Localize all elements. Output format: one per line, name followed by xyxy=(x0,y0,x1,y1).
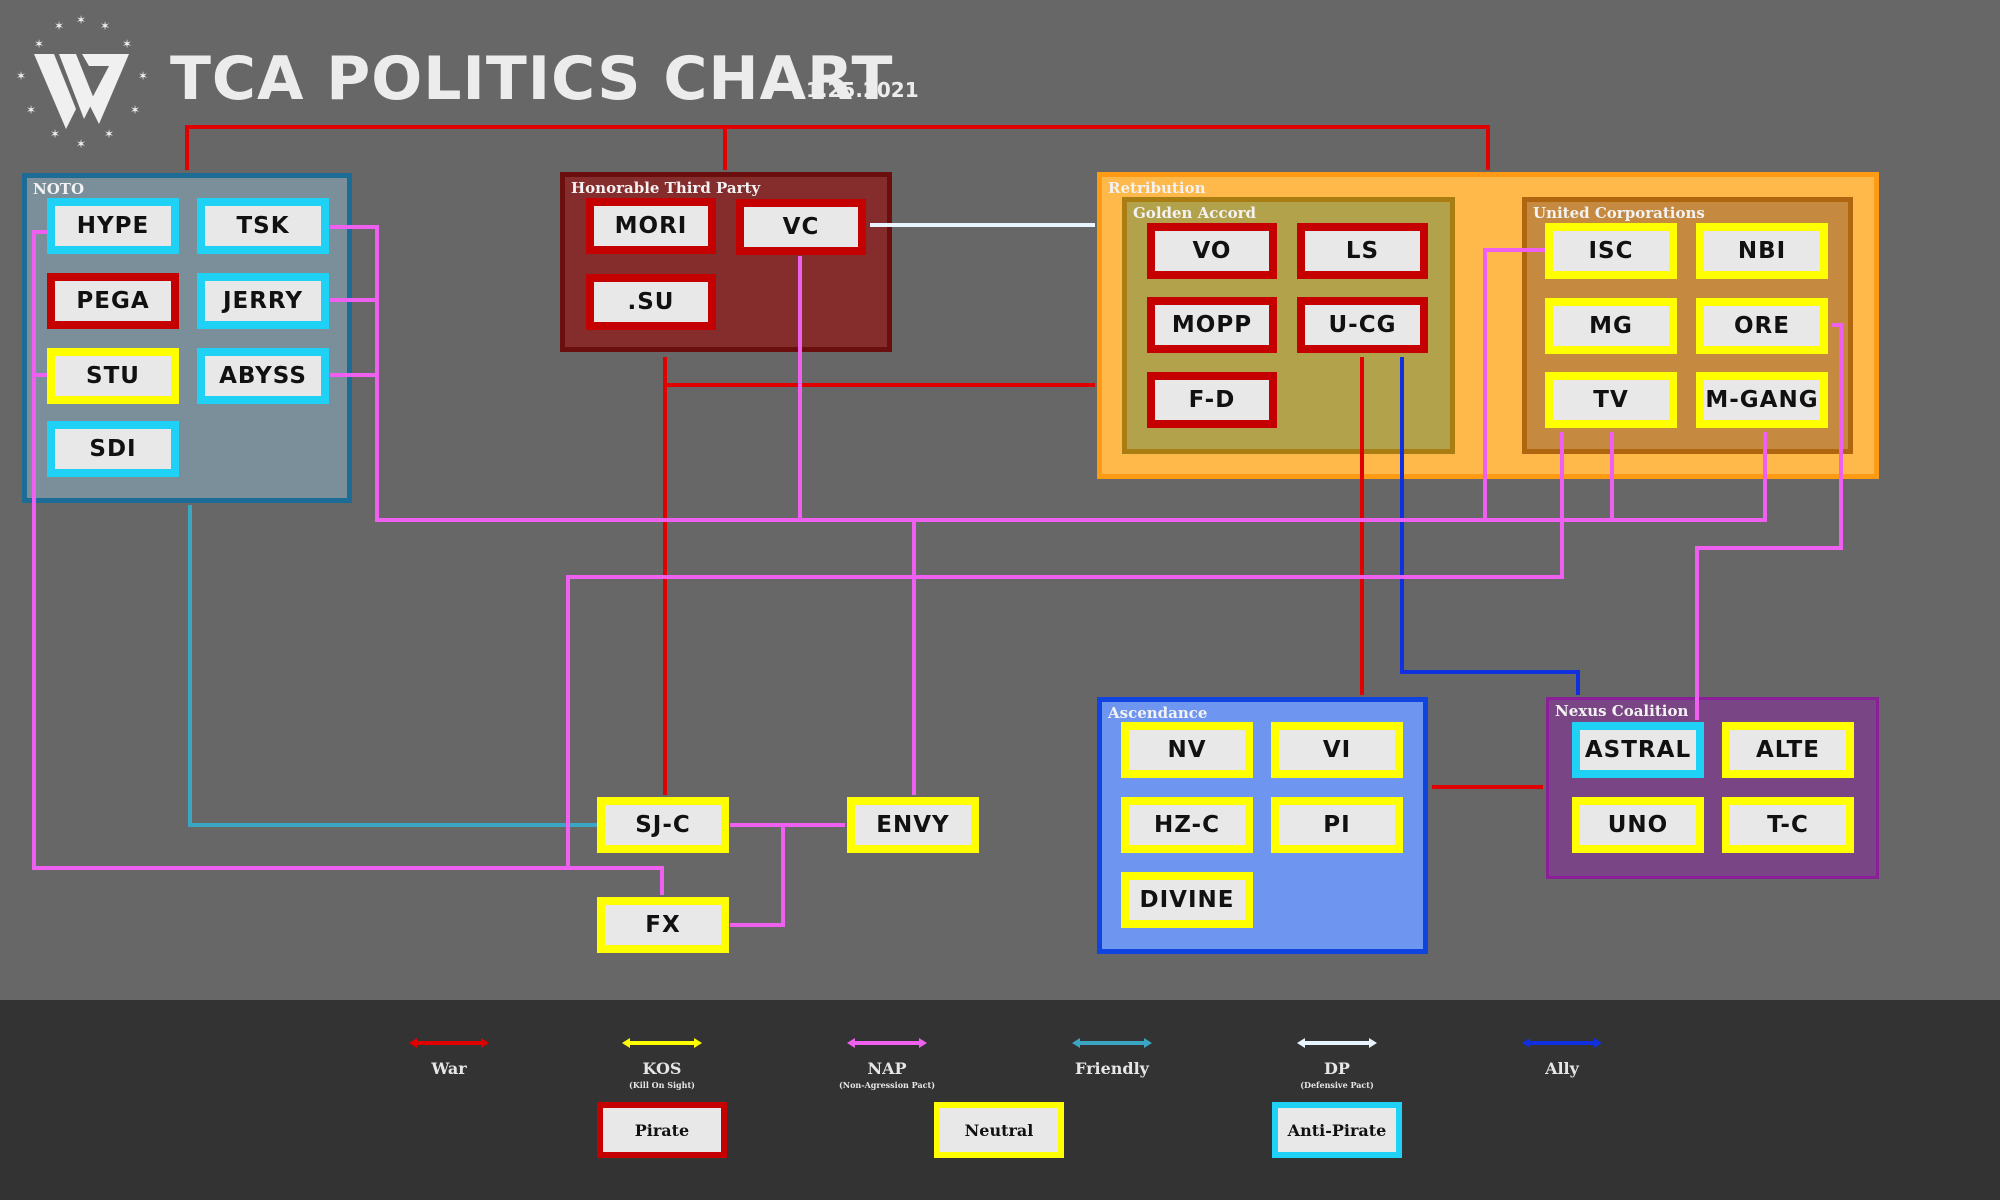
faction-t-c: T-C xyxy=(1722,797,1854,853)
chart-title: TCA POLITICS CHART xyxy=(170,44,894,114)
legend-neutral-box: Neutral xyxy=(934,1102,1064,1158)
faction-f-d: F-D xyxy=(1147,372,1277,428)
svg-text:✶: ✶ xyxy=(34,37,44,51)
chart-date: 1.25.2021 xyxy=(806,78,919,102)
faction-nv: NV xyxy=(1121,722,1253,778)
group-label: Retribution xyxy=(1108,179,1206,197)
faction-su: .SU xyxy=(586,274,716,330)
friendly-line-noto-sjc xyxy=(188,505,597,827)
legend-nap-label: NAP xyxy=(867,1059,907,1078)
faction-sdi: SDI xyxy=(47,421,179,477)
war-line-top xyxy=(185,125,1490,170)
svg-text:✶: ✶ xyxy=(54,19,64,33)
faction-ore: ORE xyxy=(1696,298,1828,354)
ally-line-ucg-nexus xyxy=(1400,357,1580,695)
legend-war-label: War xyxy=(431,1059,467,1078)
group-label: Honorable Third Party xyxy=(571,179,761,197)
faction-hype: HYPE xyxy=(47,198,179,254)
faction-mopp: MOPP xyxy=(1147,297,1277,353)
group-label: Golden Accord xyxy=(1133,204,1256,222)
legend-nap: NAP (Non-Agression Pact) xyxy=(827,1034,947,1090)
faction-vc: VC xyxy=(736,199,866,255)
faction-vi: VI xyxy=(1271,722,1403,778)
legend-dp-label: DP xyxy=(1324,1059,1350,1078)
legend-war: War xyxy=(389,1034,509,1078)
faction-jerry: JERRY xyxy=(197,273,329,329)
kos-arrow-icon xyxy=(622,1038,702,1048)
legend-nap-sub: (Non-Agression Pact) xyxy=(839,1080,935,1090)
legend-kos-label: KOS xyxy=(642,1059,682,1078)
faction-tv: TV xyxy=(1545,372,1677,428)
faction-isc: ISC xyxy=(1545,223,1677,279)
friendly-arrow-icon xyxy=(1072,1038,1152,1048)
legend: War KOS (Kill On Sight) NAP (Non-Agressi… xyxy=(0,1000,2000,1200)
nap-arrow-icon xyxy=(847,1038,927,1048)
faction-vo: VO xyxy=(1147,223,1277,279)
legend-ally-label: Ally xyxy=(1545,1059,1579,1078)
faction-astral: ASTRAL xyxy=(1572,722,1704,778)
svg-text:✶: ✶ xyxy=(16,69,26,83)
legend-ally: Ally xyxy=(1502,1034,1622,1078)
faction-mori: MORI xyxy=(586,198,716,254)
faction-divine: DIVINE xyxy=(1121,872,1253,928)
group-label: NOTO xyxy=(33,180,85,198)
svg-text:✶: ✶ xyxy=(50,127,60,141)
faction-envy: ENVY xyxy=(847,797,979,853)
legend-kos: KOS (Kill On Sight) xyxy=(602,1034,722,1090)
nap-lines xyxy=(32,225,1843,927)
faction-alte: ALTE xyxy=(1722,722,1854,778)
faction-pi: PI xyxy=(1271,797,1403,853)
legend-pirate-box: Pirate xyxy=(597,1102,727,1158)
faction-tsk: TSK xyxy=(197,198,329,254)
svg-text:✶: ✶ xyxy=(138,69,148,83)
legend-friendly: Friendly xyxy=(1052,1034,1172,1078)
faction-nbi: NBI xyxy=(1696,223,1828,279)
faction-mg: MG xyxy=(1545,298,1677,354)
svg-text:✶: ✶ xyxy=(76,137,86,149)
legend-dp: DP (Defensive Pact) xyxy=(1277,1034,1397,1090)
faction-ls: LS xyxy=(1297,223,1428,279)
svg-text:✶: ✶ xyxy=(100,19,110,33)
svg-text:✶: ✶ xyxy=(104,127,114,141)
svg-text:✶: ✶ xyxy=(26,103,36,117)
legend-kos-sub: (Kill On Sight) xyxy=(629,1080,695,1090)
faction-sj-c: SJ-C xyxy=(597,797,729,853)
faction-u-cg: U-CG xyxy=(1297,297,1428,353)
dp-arrow-icon xyxy=(1297,1038,1377,1048)
faction-m-gang: M-GANG xyxy=(1696,372,1828,428)
group-label: Ascendance xyxy=(1108,704,1208,722)
legend-anti-pirate-box: Anti-Pirate xyxy=(1272,1102,1402,1158)
svg-text:✶: ✶ xyxy=(122,37,132,51)
faction-hz-c: HZ-C xyxy=(1121,797,1253,853)
svg-text:✶: ✶ xyxy=(76,14,86,27)
war-arrow-icon xyxy=(409,1038,489,1048)
legend-dp-sub: (Defensive Pact) xyxy=(1300,1080,1374,1090)
faction-uno: UNO xyxy=(1572,797,1704,853)
faction-fx: FX xyxy=(597,897,729,953)
ally-arrow-icon xyxy=(1522,1038,1602,1048)
faction-stu: STU xyxy=(47,348,179,404)
faction-pega: PEGA xyxy=(47,273,179,329)
legend-friendly-label: Friendly xyxy=(1075,1059,1149,1078)
group-label: United Corporations xyxy=(1533,204,1705,222)
tca-logo-icon: ✶ ✶ ✶ ✶ ✶ ✶ ✶ ✶ ✶ ✶ ✶ ✶ xyxy=(16,14,148,149)
faction-abyss: ABYSS xyxy=(197,348,329,404)
svg-text:✶: ✶ xyxy=(130,103,140,117)
group-label: Nexus Coalition xyxy=(1555,702,1689,720)
